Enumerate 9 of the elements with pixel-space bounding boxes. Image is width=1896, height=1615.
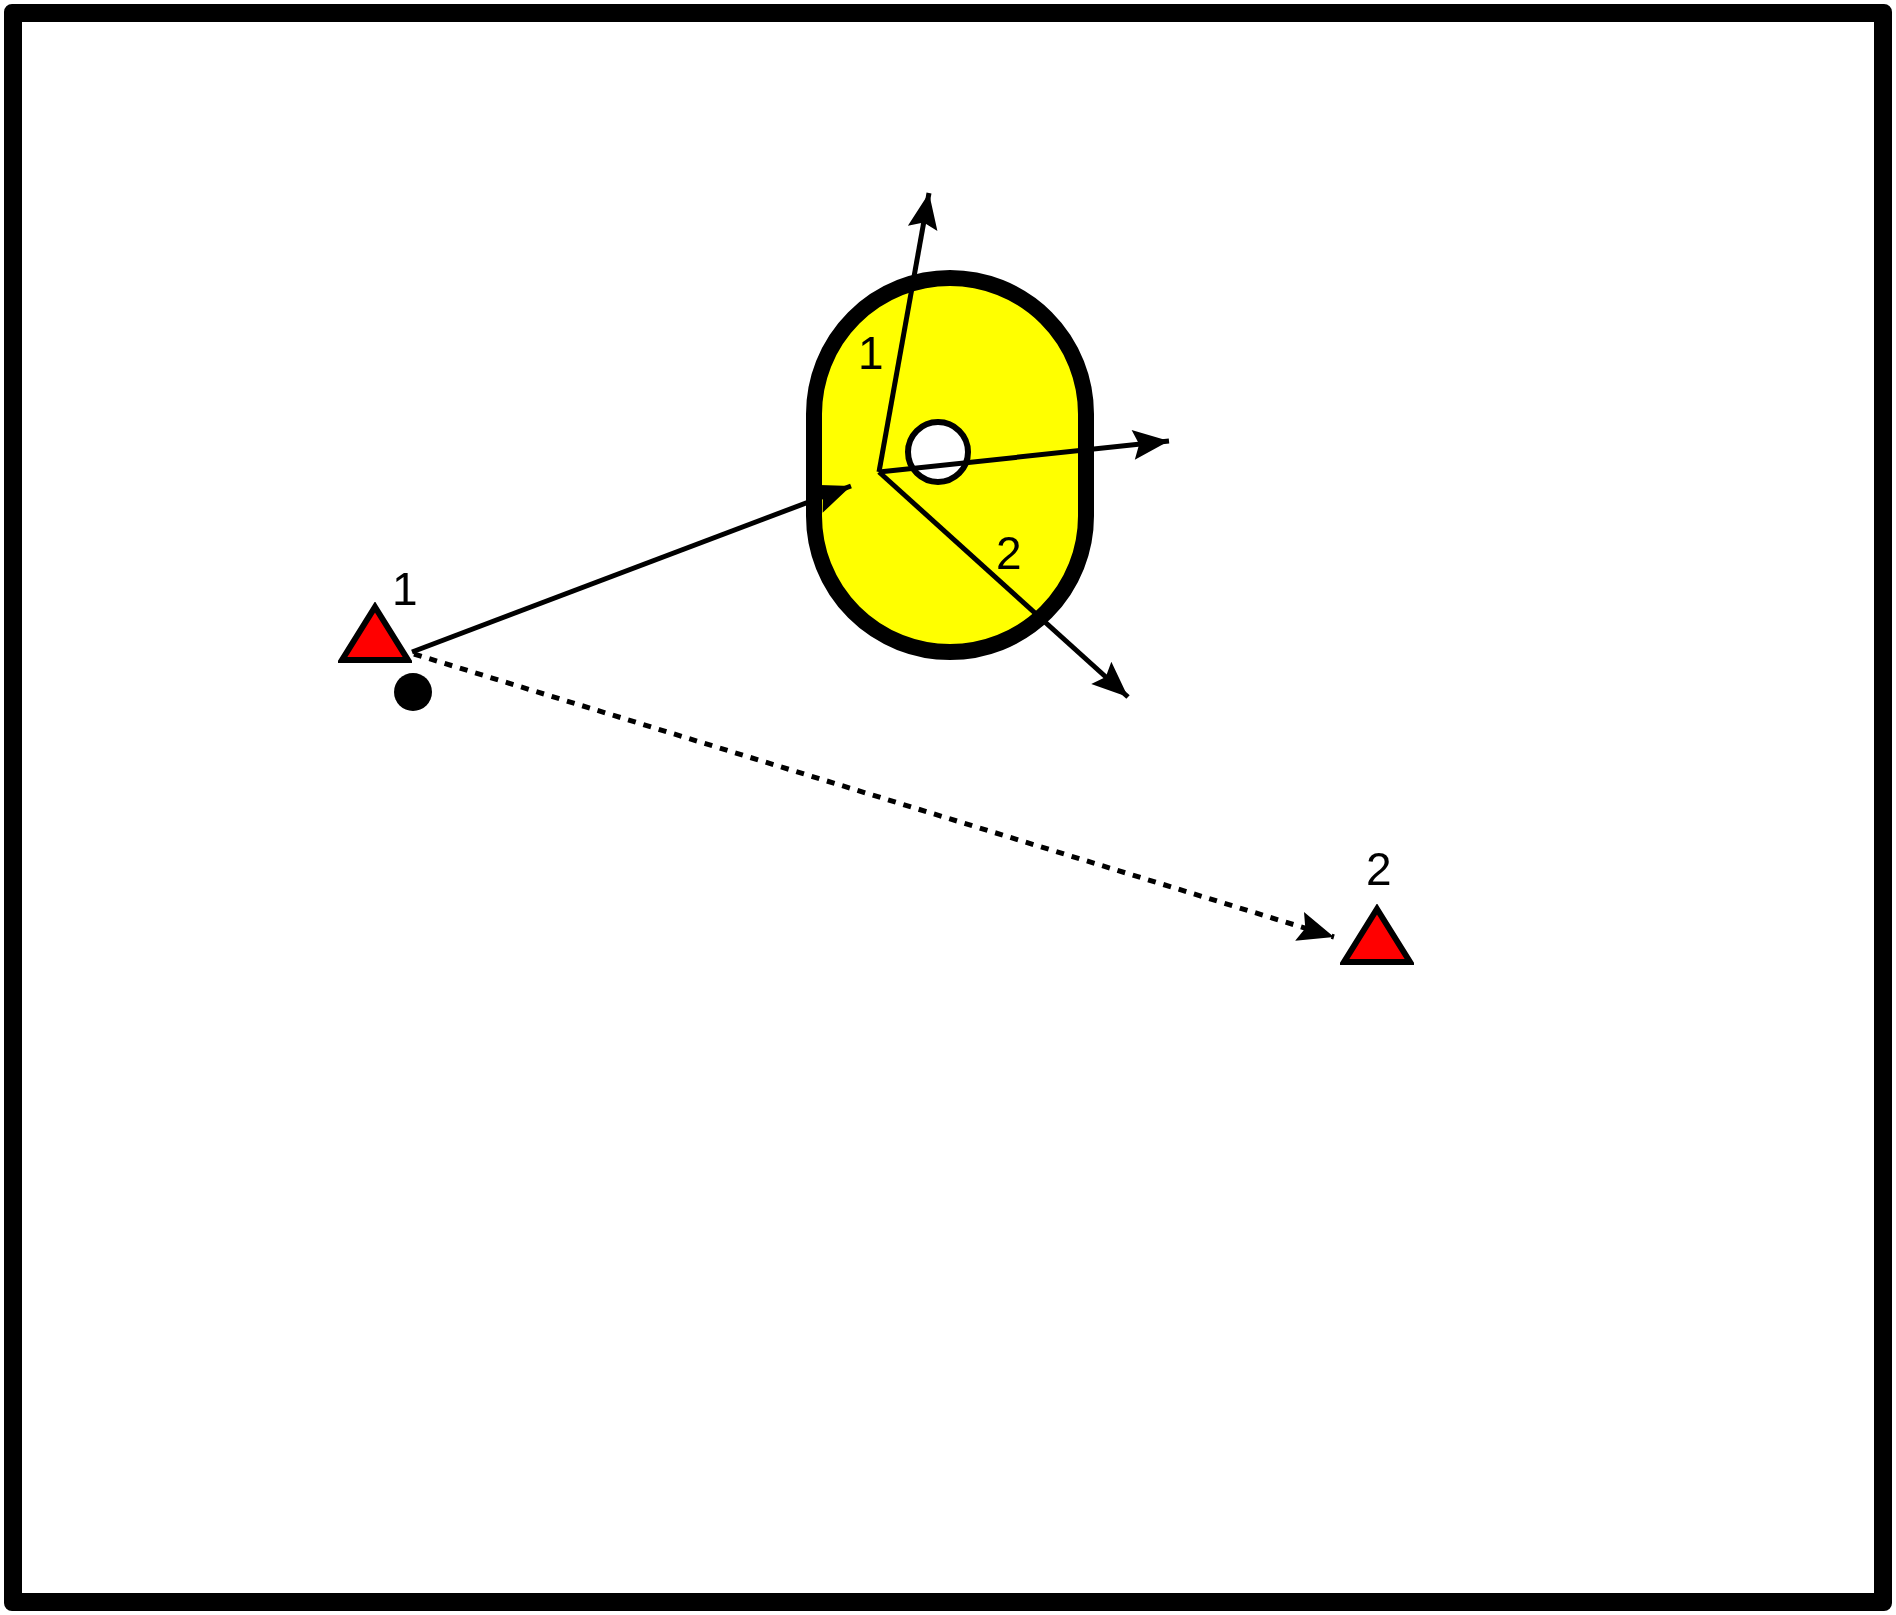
player-number: 2: [1366, 846, 1392, 892]
arrow: [878, 429, 1170, 475]
pass-arrow: [413, 651, 1335, 941]
edge-label: 1: [858, 330, 884, 376]
arrow: [876, 192, 938, 473]
arrow: [877, 470, 1130, 699]
player-number: 1: [392, 566, 418, 612]
arrow: [411, 483, 852, 655]
edge-label: 2: [996, 530, 1022, 576]
